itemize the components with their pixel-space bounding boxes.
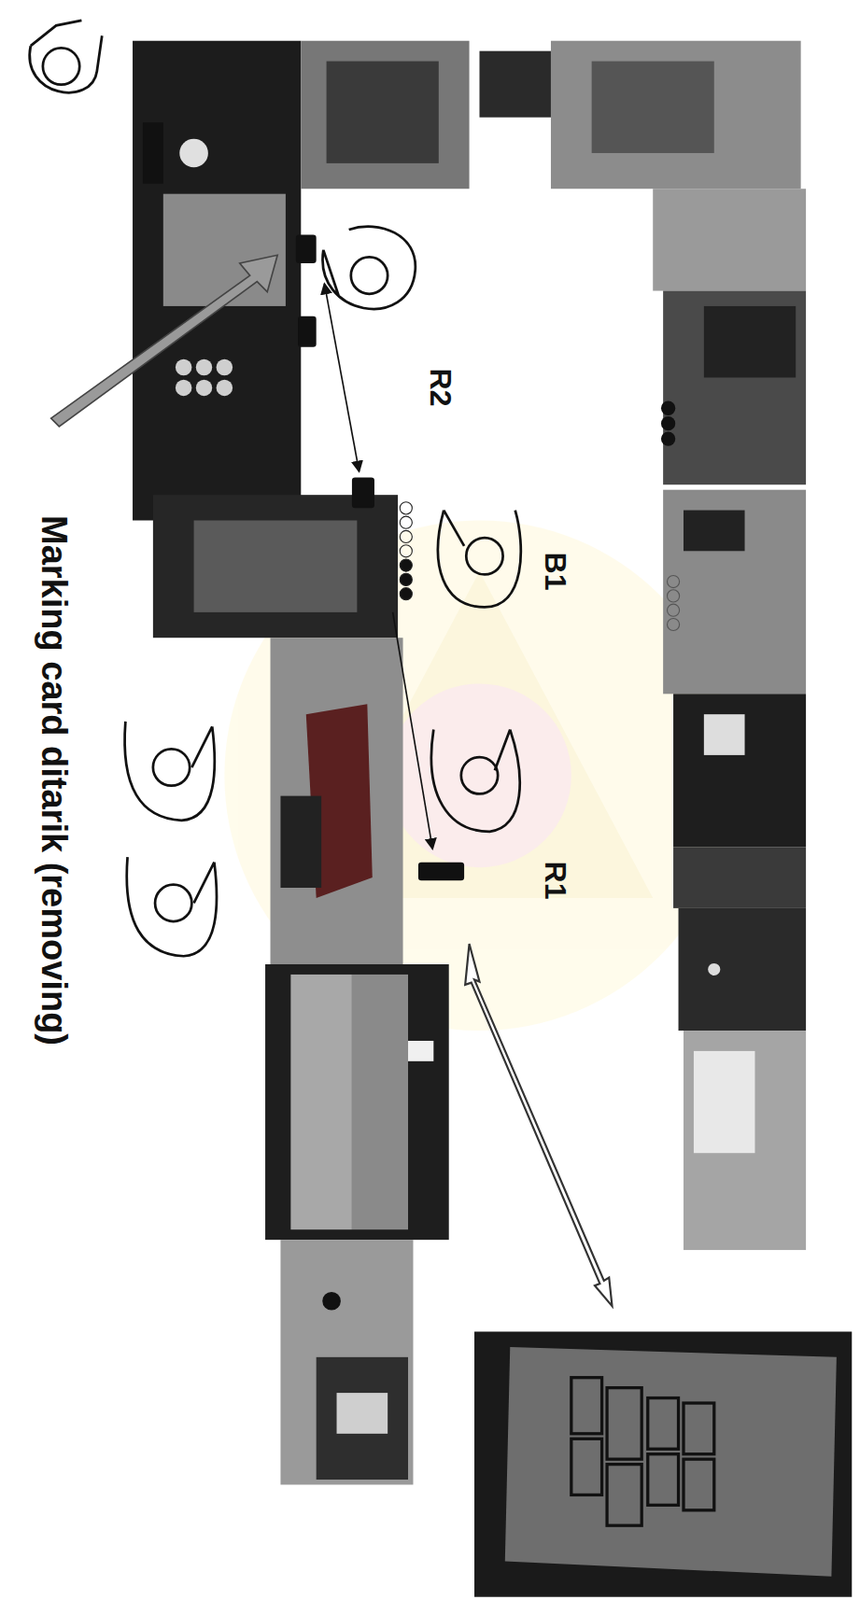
pointer-arrow: [51, 254, 279, 427]
transfer-arrow: [324, 283, 359, 472]
double-arrow: [465, 944, 612, 1307]
station-label: B1: [540, 552, 571, 592]
inset-photo: [474, 1332, 852, 1598]
transfer-arrow: [393, 612, 434, 850]
station-label: R2: [425, 368, 456, 408]
machine-line: [652, 188, 806, 1251]
annotation-text: Marking card ditarik (removing): [36, 515, 72, 1046]
station-label: R1: [540, 861, 571, 901]
operator-figure: [29, 20, 522, 957]
bead-row: [399, 502, 412, 601]
